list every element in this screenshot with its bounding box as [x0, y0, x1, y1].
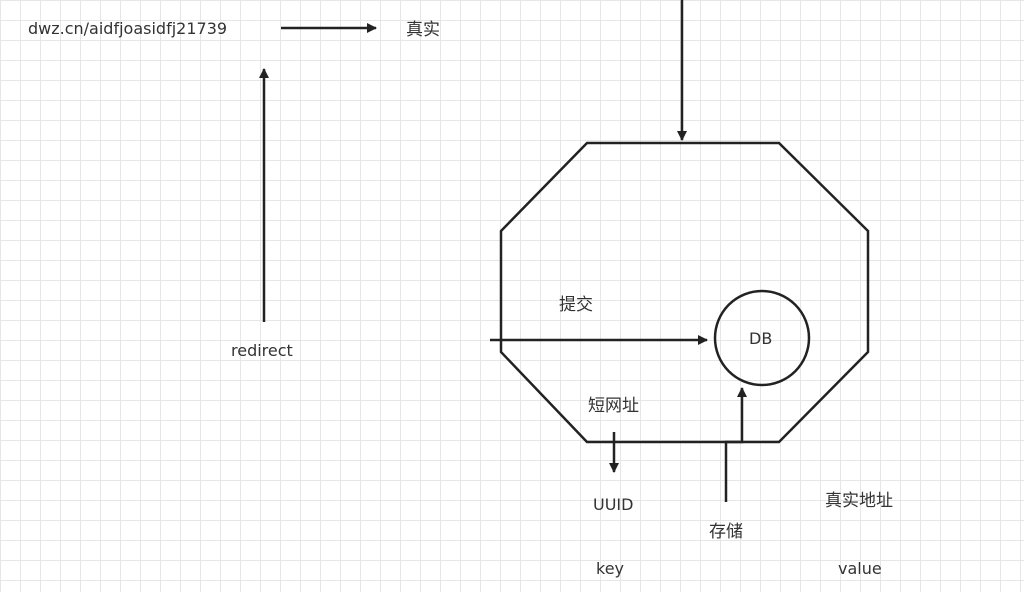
value-label: value — [838, 559, 882, 578]
real-label: 真实 — [406, 20, 440, 40]
submit-label: 提交 — [559, 295, 593, 315]
store-label: 存储 — [709, 522, 743, 542]
short-url-label: dwz.cn/aidfjoasidfj21739 — [28, 19, 228, 38]
db-label: DB — [749, 329, 773, 348]
uuid-label: UUID — [593, 495, 634, 514]
key-label: key — [596, 559, 625, 578]
real-address-label: 真实地址 — [825, 491, 893, 511]
service-octagon — [499, 141, 870, 444]
db-circle — [713, 289, 811, 387]
short-address-label: 短网址 — [588, 396, 639, 416]
arrow-store-to-db — [724, 387, 747, 502]
redirect-label: redirect — [231, 341, 293, 360]
